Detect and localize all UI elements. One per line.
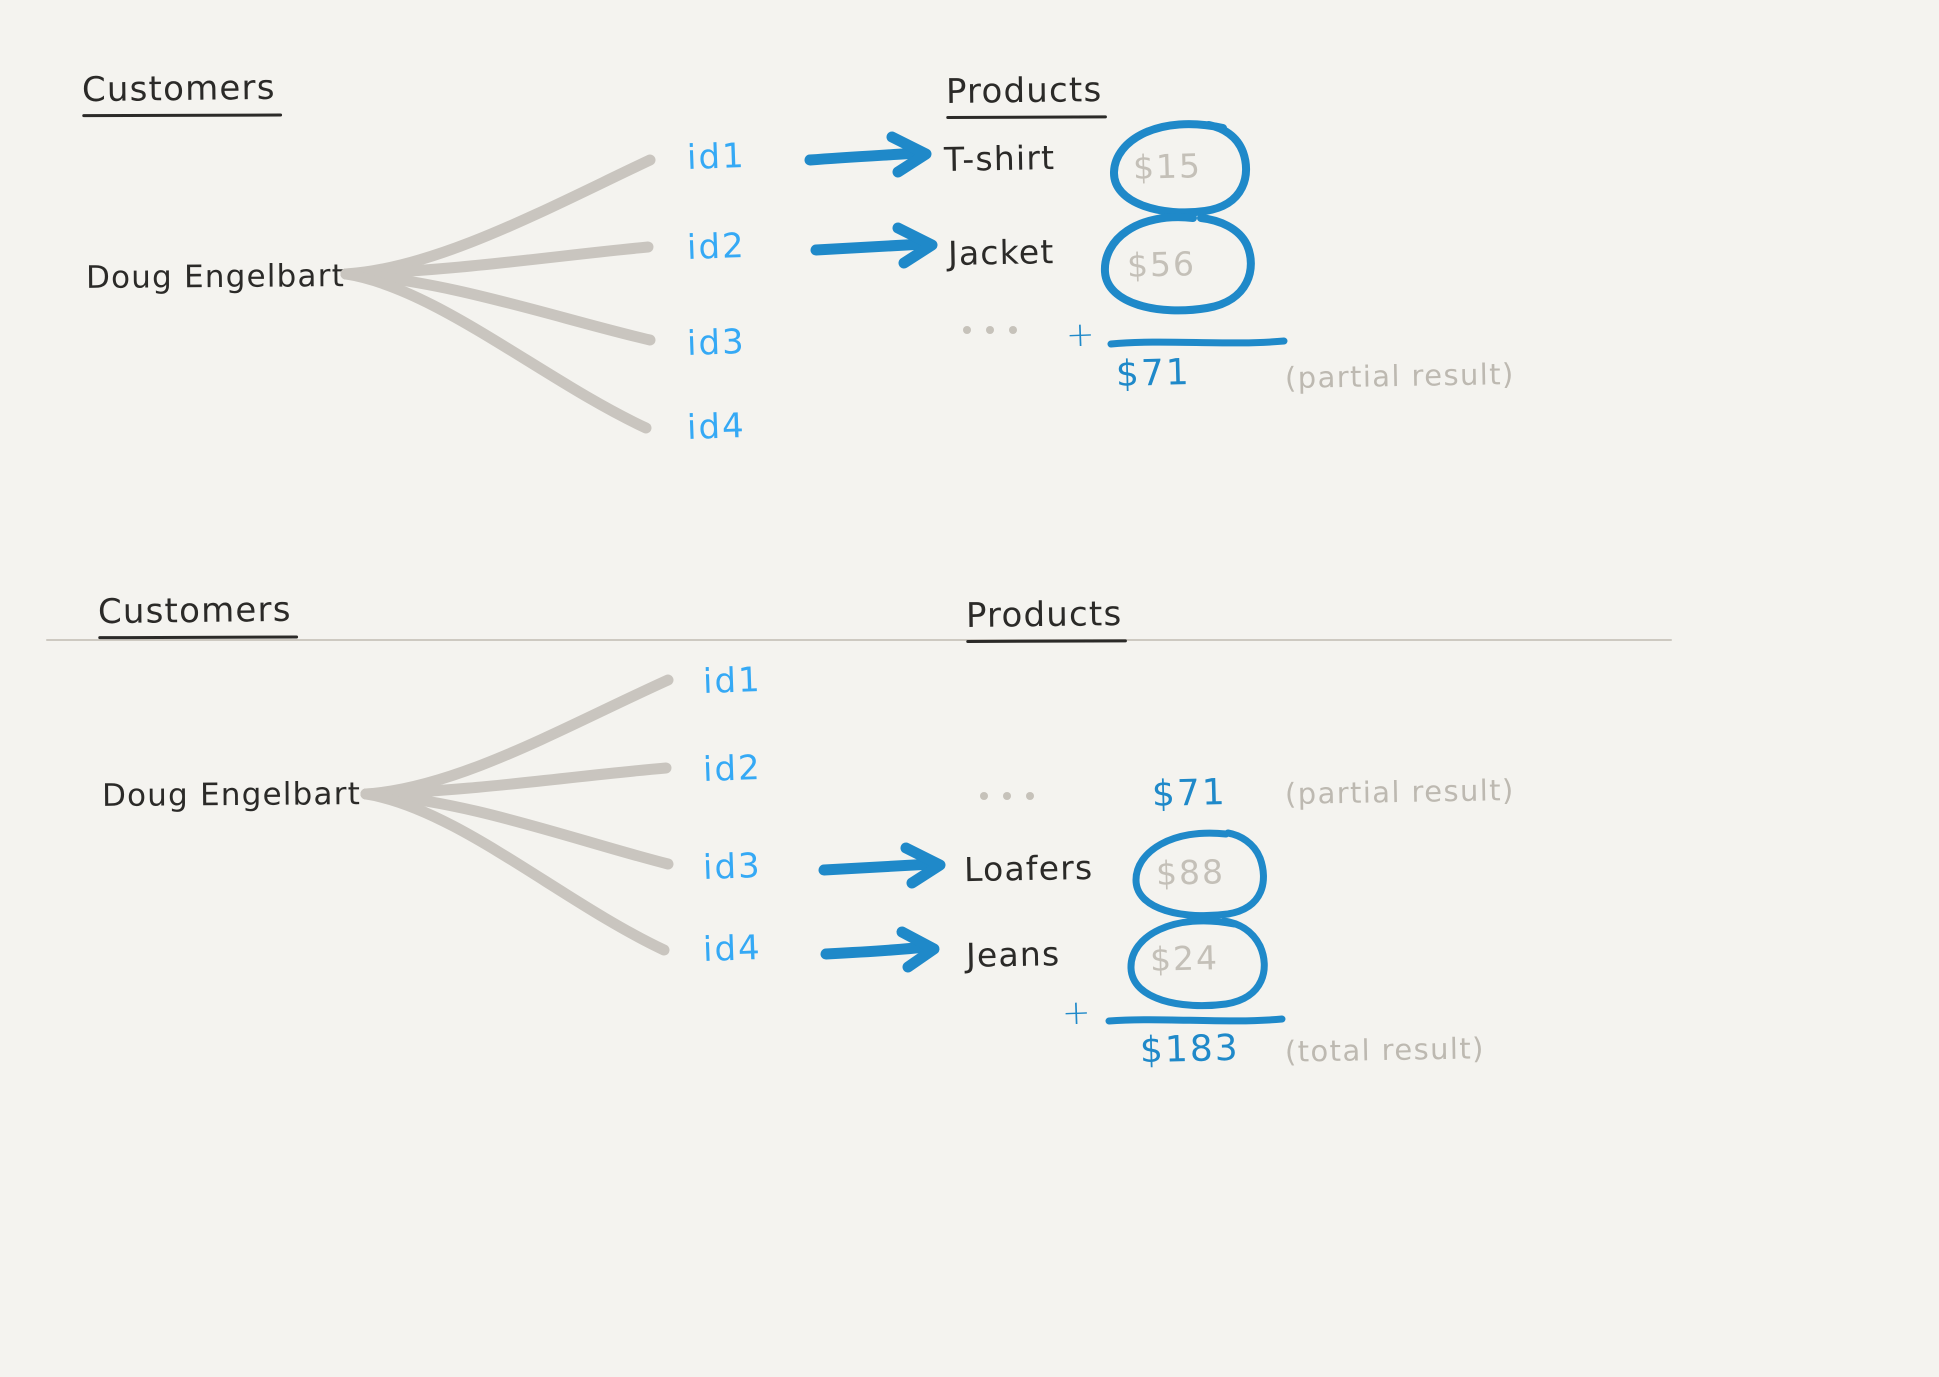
customer-name-top: Doug Engelbart [85,258,346,296]
product-name-top-1: Jacket [947,232,1055,273]
plus-sign-top: + [1065,314,1097,356]
customers-heading-bottom: Customers [97,589,298,640]
fan-line-id4 [360,788,670,956]
sum-value-top: $71 [1115,352,1192,395]
carry-annotation-bottom: (partial result) [1284,772,1515,812]
customers-heading-label-top: Customers [81,67,276,111]
sum-value-bottom: $183 [1139,1027,1241,1072]
price-circle-top-0 [1109,120,1250,217]
fan-line-id2 [360,762,672,800]
customer-name-bottom: Doug Engelbart [101,776,362,814]
product-name-bottom-0: Loafers [963,847,1094,890]
fan-line-id3 [340,268,656,346]
price-circle-bottom-0 [1132,829,1267,920]
fan-line-id3 [360,788,674,870]
products-heading-bottom: Products [965,594,1128,643]
id-label-top-2: id3 [686,321,747,365]
price-circle-bottom-1 [1127,917,1268,1010]
id-label-bottom-1: id2 [702,747,763,791]
price-value-bottom-1: $24 [1149,938,1220,979]
arrow-id4-to-product [820,926,940,973]
arrow-id2-to-product [810,222,938,269]
carry-value-bottom: $71 [1151,772,1228,815]
price-value-top-0: $15 [1132,146,1203,187]
id-label-bottom-2: id3 [702,845,763,889]
customers-heading-label-bottom: Customers [97,589,292,633]
price-circle-top-1 [1100,213,1255,315]
id-label-bottom-0: id1 [702,659,763,703]
arrow-id1-to-product [804,131,932,178]
heading-underline [966,639,1128,643]
total-sum-panel: Customers Doug Engelbart id1 id2 id3 id4… [0,590,1939,1377]
heading-underline [82,113,282,118]
id-label-top-0: id1 [686,135,747,179]
partial-sum-panel: Customers Doug Engelbart id1 id2 id3 id4 [0,0,1939,640]
ellipsis-bottom [980,792,1034,800]
id-label-bottom-3: id4 [702,927,763,971]
sum-rule-bottom [1105,1015,1286,1025]
arrow-id3-to-product [818,842,946,889]
sum-annotation-bottom: (total result) [1284,1031,1486,1069]
id-label-top-1: id2 [686,225,747,269]
fan-line-id4 [340,268,652,434]
products-heading-top: Products [945,70,1108,119]
products-heading-label-top: Products [945,70,1103,112]
panel-divider [46,639,1672,641]
id-label-top-3: id4 [686,405,747,449]
plus-sign-bottom: + [1061,992,1093,1034]
customers-heading-top: Customers [81,67,282,118]
customer-to-ids-fan-top [340,154,656,434]
price-value-bottom-0: $88 [1155,852,1226,893]
sum-rule-top [1107,337,1288,348]
price-value-top-1: $56 [1126,244,1197,285]
heading-underline [946,115,1108,119]
ellipsis-top [963,326,1017,334]
sum-annotation-top: (partial result) [1284,356,1515,396]
product-name-top-0: T-shirt [943,138,1056,179]
fan-line-id2 [340,241,654,280]
customer-to-ids-fan-bottom [360,674,674,956]
products-heading-label-bottom: Products [965,594,1123,636]
product-name-bottom-1: Jeans [965,934,1061,975]
